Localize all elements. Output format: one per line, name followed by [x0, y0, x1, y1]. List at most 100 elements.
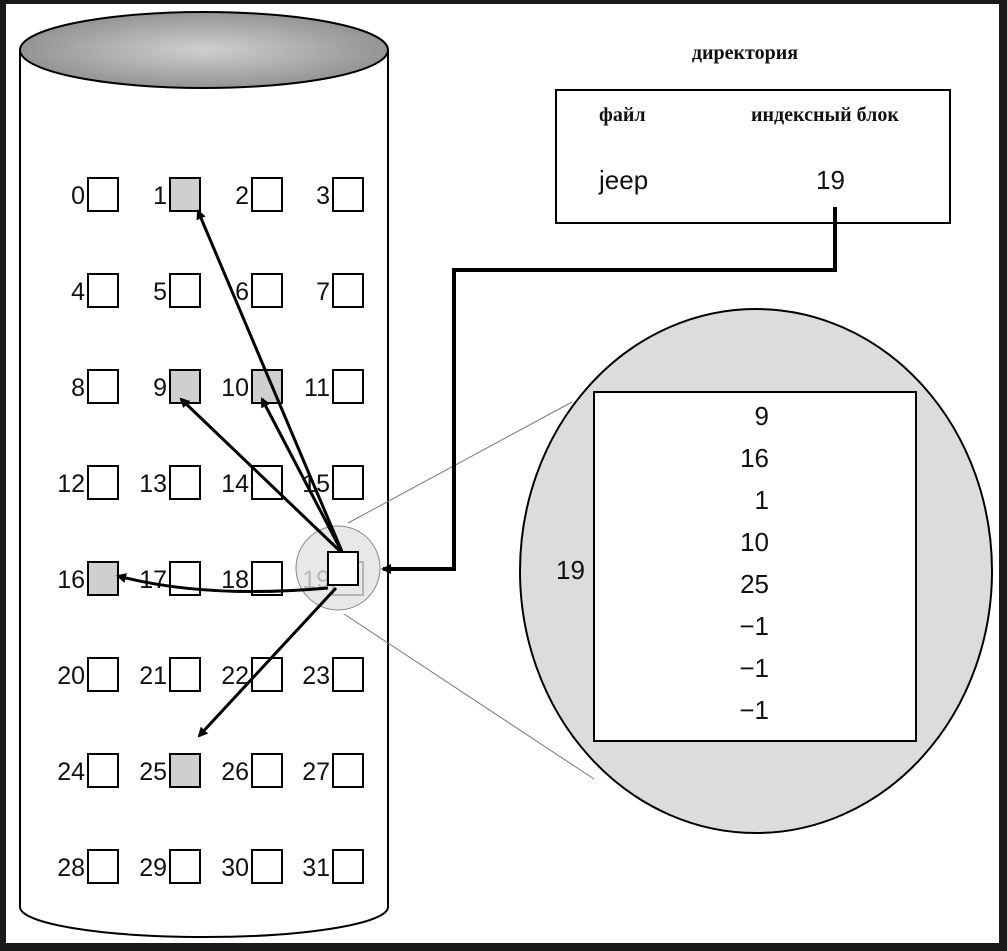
used-block-box	[87, 561, 119, 596]
free-block-box	[169, 465, 201, 500]
disk-block: 31	[302, 849, 364, 884]
block-number: 1	[153, 182, 167, 210]
block-number: 4	[71, 278, 85, 306]
directory: директория файл индексный блок jeep 19	[555, 42, 951, 224]
free-block-box	[332, 177, 364, 212]
arrow-to-block-9	[179, 397, 345, 556]
block-number: 7	[316, 278, 330, 306]
index-block-box	[593, 391, 917, 742]
arrow-to-block-1	[196, 209, 345, 555]
disk-block: 3	[316, 177, 364, 212]
disk-block: 27	[302, 753, 364, 788]
arrow-to-block-16	[116, 573, 329, 594]
index-entry: 16	[740, 443, 769, 473]
disk-block: 20	[57, 657, 119, 692]
block-number: 30	[221, 854, 249, 882]
disk-top	[19, 11, 389, 89]
disk-block: 0	[71, 177, 119, 212]
free-block-box	[87, 657, 119, 692]
free-block-box	[169, 849, 201, 884]
disk-block: 4	[71, 273, 119, 308]
disk-block: 17	[139, 561, 201, 596]
disk-block: 29	[139, 849, 201, 884]
index-block-label: 19	[556, 555, 585, 585]
free-block-box	[251, 177, 283, 212]
free-block-box	[87, 177, 119, 212]
block-number: 28	[57, 854, 85, 882]
file-name: jeep	[598, 165, 648, 195]
index-allocation-diagram: 0123456789101112131415161718192021222324…	[19, 11, 993, 938]
disk-block: 22	[221, 657, 283, 692]
disk-body	[19, 50, 389, 938]
disk-block: 28	[57, 849, 119, 884]
disk-block: 11	[304, 369, 364, 404]
block-number: 12	[57, 470, 85, 498]
block-number: 25	[139, 758, 167, 786]
disk-block: 30	[221, 849, 283, 884]
arrow-to-block-25	[197, 586, 338, 738]
disk-block: 16	[57, 561, 119, 596]
index-block-number: 19	[816, 165, 845, 195]
block-number: 8	[71, 374, 85, 402]
block-number: 0	[71, 182, 85, 210]
free-block-box	[87, 849, 119, 884]
block-number: 26	[221, 758, 249, 786]
block-number: 27	[302, 758, 330, 786]
free-block-box	[251, 753, 283, 788]
disk-block: 12	[57, 465, 119, 500]
index-entry: 10	[740, 527, 769, 557]
free-block-box	[332, 369, 364, 404]
block-number: 14	[221, 470, 249, 498]
column-header-index-block: индексный блок	[751, 104, 899, 126]
block-number: 10	[221, 374, 249, 402]
disk-block: 6	[235, 273, 283, 308]
disk-block: 5	[153, 273, 201, 308]
index-entry: 9	[755, 401, 769, 431]
block-number: 13	[139, 470, 167, 498]
block-number: 24	[57, 758, 85, 786]
free-block-box	[251, 657, 283, 692]
block-number: 17	[139, 566, 167, 594]
directory-pointer-arrow	[381, 207, 837, 574]
index-entry: −1	[739, 611, 769, 641]
disk-block: 2	[235, 177, 283, 212]
block-number: 6	[235, 278, 249, 306]
used-block-box	[169, 177, 201, 212]
disk-block: 26	[221, 753, 283, 788]
block-number: 29	[139, 854, 167, 882]
free-block-box	[87, 273, 119, 308]
directory-table	[555, 89, 951, 224]
free-block-box	[251, 561, 283, 596]
disk-block: 9	[153, 369, 201, 404]
free-block-box	[332, 273, 364, 308]
free-block-box	[169, 657, 201, 692]
free-block-box	[332, 753, 364, 788]
disk-cylinder	[19, 11, 389, 938]
disk-block: 18	[221, 561, 283, 596]
free-block-box	[87, 465, 119, 500]
diagram-frame: 0123456789101112131415161718192021222324…	[6, 4, 999, 943]
block-number: 31	[302, 854, 330, 882]
disk-block: 1	[153, 177, 201, 212]
free-block-box	[169, 273, 201, 308]
block-number: 3	[316, 182, 330, 210]
disk-block: 14	[221, 465, 283, 500]
block-19-box	[327, 551, 359, 586]
block-number: 11	[304, 374, 330, 402]
block-number: 20	[57, 662, 85, 690]
directory-title: директория	[692, 42, 798, 64]
index-entry: −1	[739, 653, 769, 683]
disk-block: 23	[302, 657, 364, 692]
free-block-box	[87, 753, 119, 788]
block-number: 18	[221, 566, 249, 594]
block-number: 2	[235, 182, 249, 210]
index-entry: 25	[740, 569, 769, 599]
used-block-box	[169, 369, 201, 404]
block-number: 16	[57, 566, 85, 594]
disk-block: 21	[139, 657, 201, 692]
free-block-box	[251, 849, 283, 884]
block-number: 23	[302, 662, 330, 690]
block-number: 21	[139, 662, 167, 690]
disk-block: 7	[316, 273, 364, 308]
